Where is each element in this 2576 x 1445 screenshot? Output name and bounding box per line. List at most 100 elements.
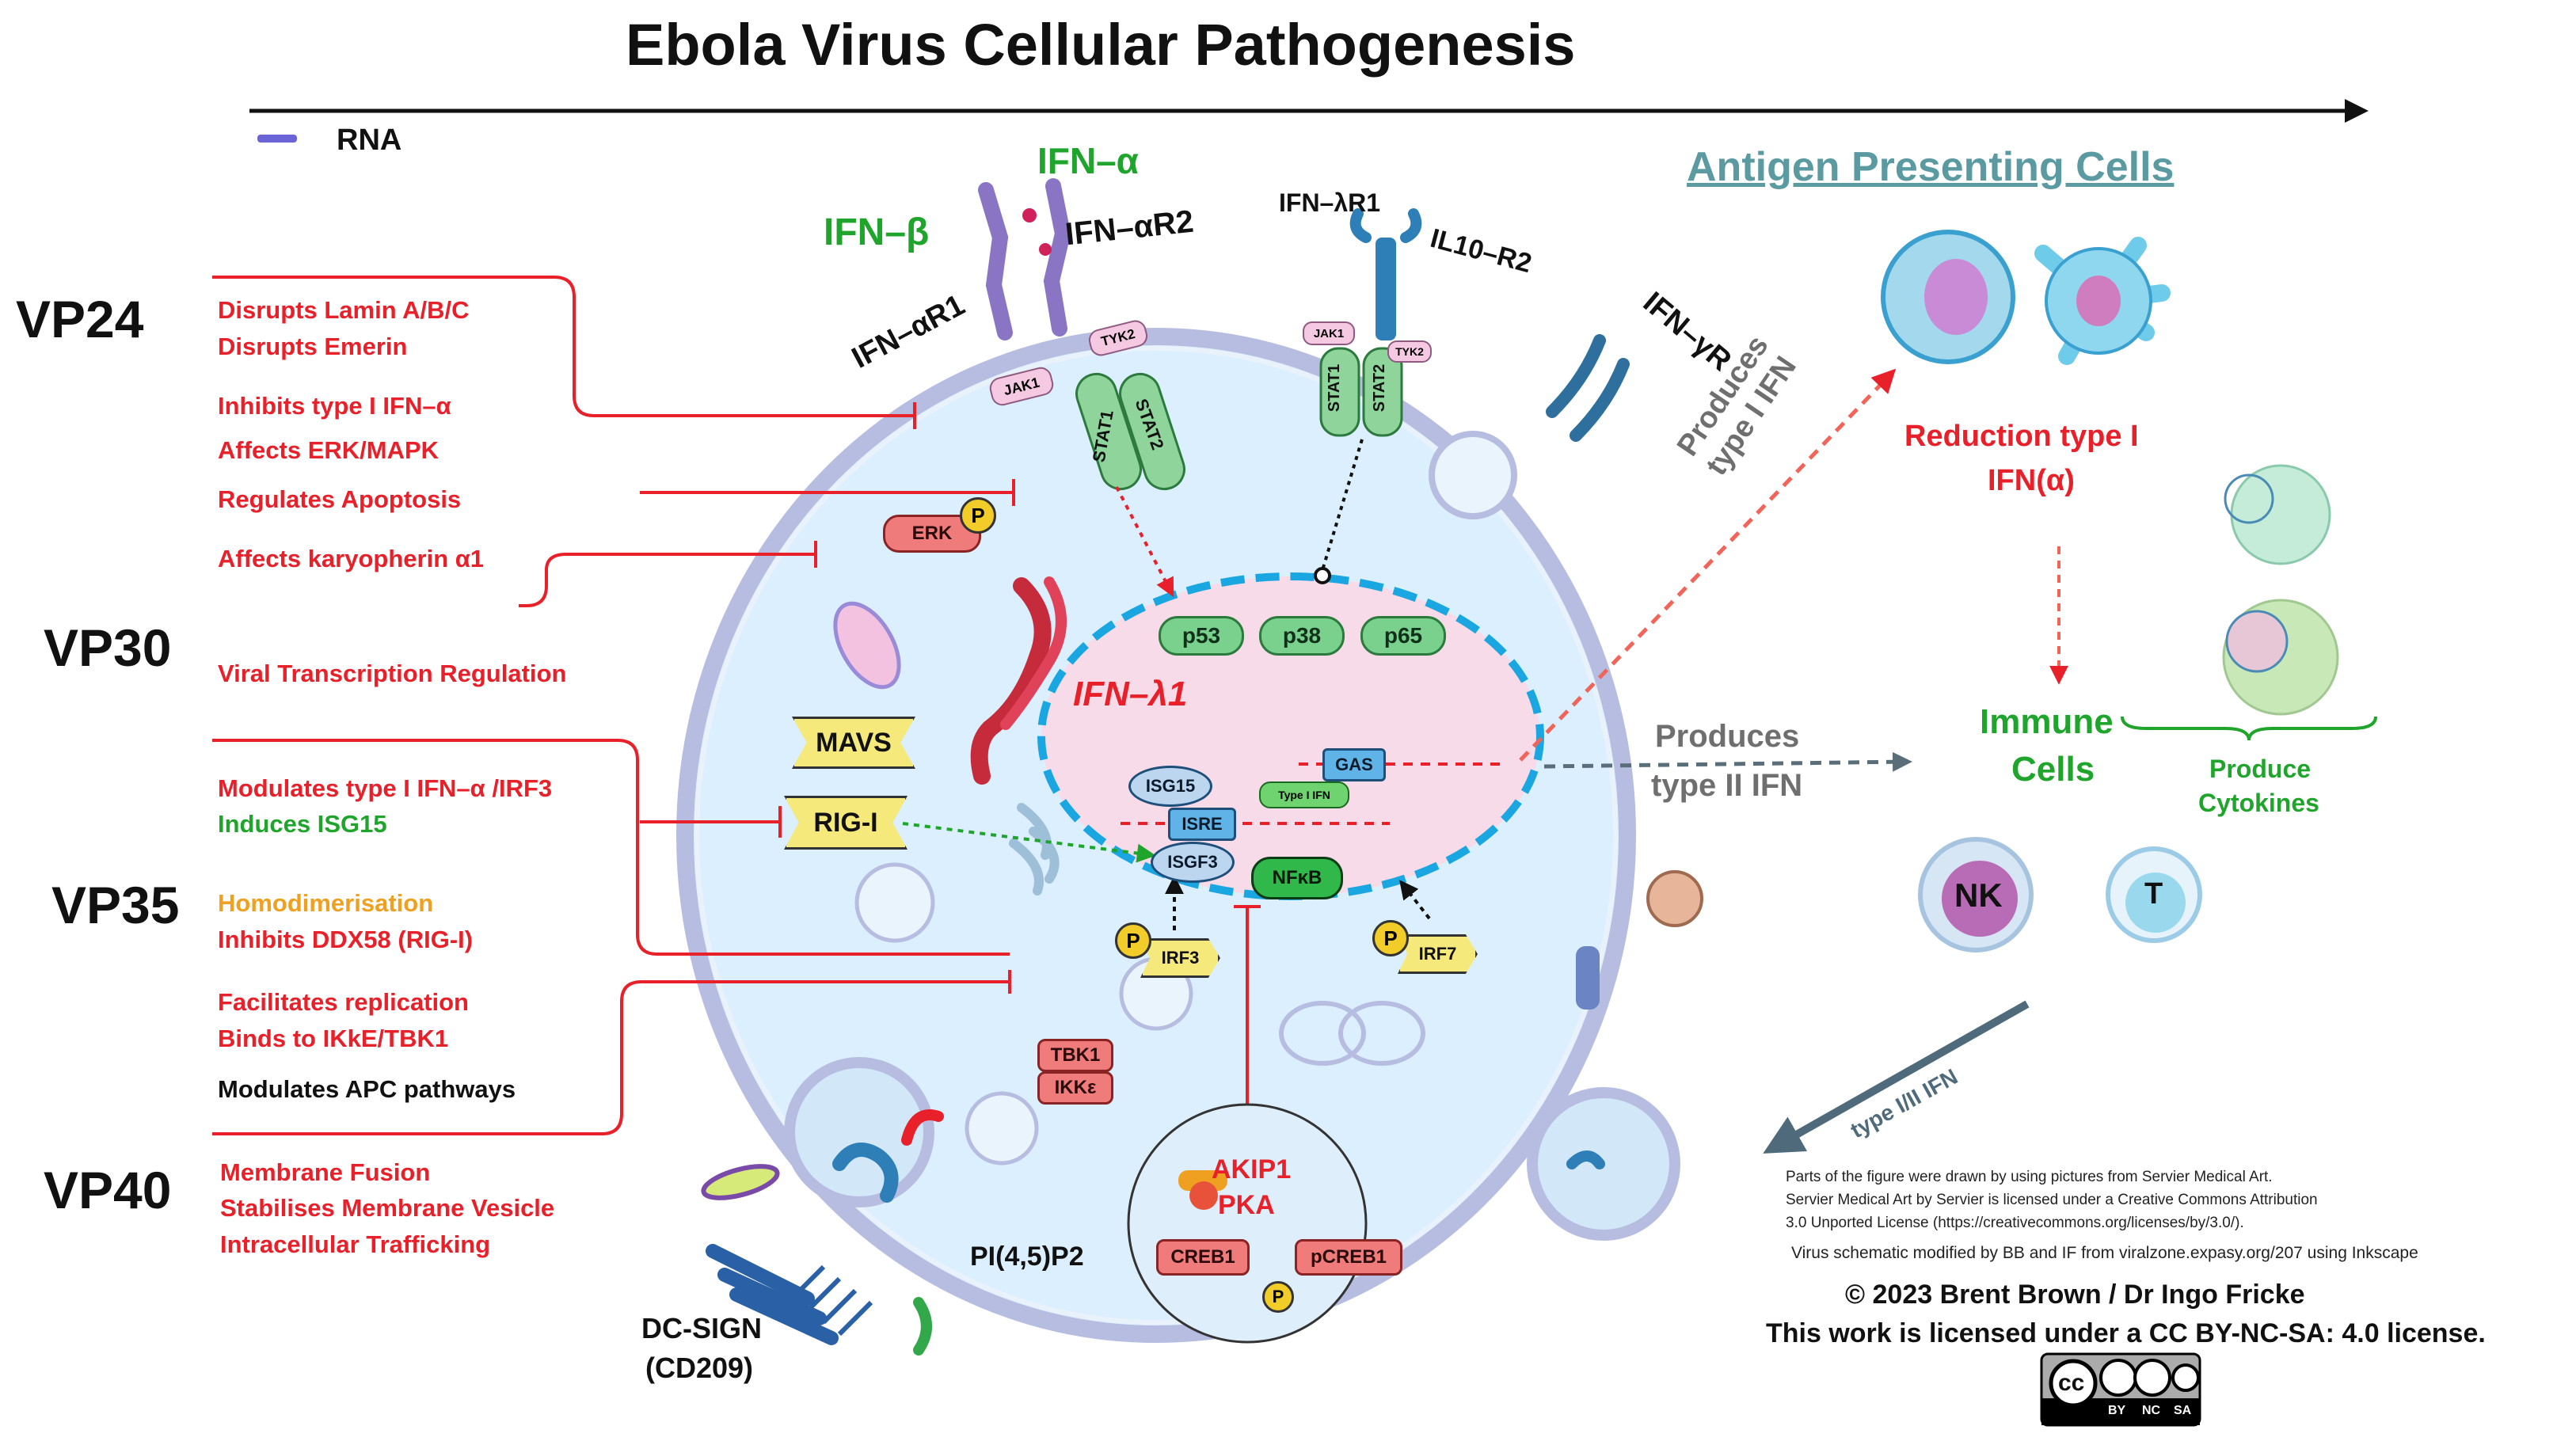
ifn-lambda-r1-receptor (1349, 208, 1422, 243)
nfkb-node: NFκB (1251, 857, 1343, 899)
immune-cells-label-2: Cells (2011, 750, 2095, 789)
ifn-alpha-r2-receptor (1043, 178, 1071, 337)
copyright-line: © 2023 Brent Brown / Dr Ingo Fricke (1845, 1280, 2305, 1310)
vp24-effect: Inhibits type I IFN–α (218, 392, 451, 420)
irf7-box: IRF7 (1398, 934, 1478, 974)
isgf3-node: ISGF3 (1151, 842, 1235, 883)
pcreb1-box: pCREB1 (1295, 1239, 1402, 1276)
stat1-lambda-label: STAT1 (1326, 363, 1344, 413)
cc-badge-nc: NC (2142, 1404, 2161, 1417)
tbk1-box: TBK1 (1037, 1039, 1113, 1072)
irf7-arrow (1399, 880, 1431, 920)
produce-cytokines-label-1: Produce (2209, 755, 2312, 783)
proteasome (1576, 946, 1600, 1010)
vp35-label: VP35 (51, 876, 180, 934)
ifn-gamma-r-receptor (1546, 334, 1630, 442)
stat2-shape (1119, 372, 1185, 491)
glycan (913, 1297, 932, 1356)
t-cell-label: T (2144, 877, 2163, 911)
irf3-phospho: P (1115, 922, 1151, 959)
ikke-box: IKKε (1037, 1071, 1113, 1105)
isg15-node: ISG15 (1128, 766, 1212, 807)
vp35-effect: Binds to IKkE/TBK1 (218, 1025, 449, 1052)
creb1-box: CREB1 (1156, 1239, 1250, 1276)
vp24-label: VP24 (16, 290, 144, 348)
cytokines-brace (2121, 716, 2377, 741)
ribosome (1646, 870, 1703, 927)
nucleocapsid (832, 1143, 899, 1203)
akip1-label: AKIP1 (1212, 1154, 1292, 1185)
vesicle (1429, 431, 1517, 519)
ifn-beta-label: IFN–β (824, 211, 930, 253)
credit-line-1: Parts of the figure were drawn by using … (1786, 1169, 2273, 1185)
rig-i-to-isgf3-arrow (902, 822, 1156, 863)
cc-badge-cc[interactable]: cc (2058, 1370, 2085, 1396)
endoplasmic-reticulum (970, 577, 1052, 785)
dc-sign-receptor (706, 1244, 839, 1345)
vesicle (1279, 1001, 1366, 1066)
vp24-effect: Regulates Apoptosis (218, 485, 462, 513)
vp40-effect: Intracellular Trafficking (220, 1230, 491, 1258)
virion (701, 1164, 780, 1200)
license-line: This work is licensed under a CC BY-NC-S… (1766, 1318, 2486, 1348)
pka-label: PKA (1218, 1190, 1275, 1220)
type-i-ifn-tag: Type I IFN (1259, 781, 1349, 808)
vp40-label: VP40 (44, 1161, 172, 1219)
isre-box: ISRE (1168, 808, 1236, 841)
mavs-box: MAVS (792, 717, 915, 769)
vp24-effect: Affects ERK/MAPK (218, 436, 439, 464)
vp40-effect: Stabilises Membrane Vesicle (220, 1194, 555, 1222)
p53-pill: p53 (1159, 616, 1244, 656)
stat1-shape (1075, 372, 1142, 491)
vesicle (854, 862, 935, 943)
rna-legend-swatch (257, 135, 297, 143)
vp30-label: VP30 (44, 618, 172, 677)
vp35-effect: Inhibits DDX58 (RIG-I) (218, 926, 474, 953)
golgi (1009, 803, 1060, 896)
creb-compartment (1127, 1103, 1368, 1344)
vp24-effect: Affects karyopherin α1 (218, 545, 485, 572)
cd209-label: (CD209) (645, 1352, 754, 1384)
cc-badge-by: BY (2108, 1404, 2126, 1417)
jak1-lambda-tag: JAK1 (1303, 321, 1355, 345)
creb-phospho: P (1262, 1281, 1294, 1313)
ifn-lambda-r1-label: IFN–λR1 (1279, 188, 1381, 217)
erk-phospho: P (960, 497, 996, 534)
page-title: Ebola Virus Cellular Pathogenesis (626, 12, 1576, 78)
il10-r2-receptor (1376, 238, 1396, 340)
nucleus-ifn-lambda1-label: IFN–λ1 (1073, 675, 1188, 713)
cytokine-cell-1 (2230, 464, 2331, 565)
inhibition-lines (212, 276, 1261, 1135)
irf3-box: IRF3 (1140, 938, 1220, 978)
stat2-lambda-label: STAT2 (1371, 363, 1389, 413)
cc-badge-sa: SA (2174, 1404, 2192, 1417)
reduction-label-2: IFN(α) (1988, 464, 2075, 497)
credit-line-4: Virus schematic modified by BB and IF fr… (1791, 1244, 2418, 1262)
gas-box: GAS (1322, 748, 1386, 781)
dc-sign-label: DC-SIGN (641, 1312, 762, 1344)
lambda-signal-line (1321, 439, 1364, 571)
vp30-effect: Viral Transcription Regulation (218, 660, 567, 687)
ifn-alpha-r1-receptor (978, 182, 1013, 340)
p38-pill: p38 (1259, 616, 1345, 656)
rna-legend-label: RNA (337, 124, 402, 157)
akip1-shape (1178, 1170, 1227, 1191)
credit-line-2: Servier Medical Art by Servier is licens… (1786, 1192, 2318, 1208)
rig-i-box: RIG-I (784, 796, 907, 850)
irf7-phospho: P (1372, 920, 1409, 956)
tyk2-lambda-tag: TYK2 (1387, 340, 1432, 363)
nk-cell-label: NK (1954, 877, 2003, 914)
vp24-effect: Disrupts Emerin (218, 333, 408, 360)
vp35-effect: Modulates type I IFN–α /IRF3 (218, 774, 553, 802)
p65-pill: p65 (1360, 616, 1446, 656)
type-ii-ifn-arrow (1543, 751, 1912, 772)
pi45p2-label: PI(4,5)P2 (970, 1242, 1084, 1272)
vp35-effect: Homodimerisation (218, 889, 434, 917)
viral-glycoprotein (901, 1109, 944, 1146)
vp40-effect: Membrane Fusion (220, 1158, 431, 1186)
immune-cells-label-1: Immune (1980, 702, 2114, 741)
produces-type-ii-label-1: Produces (1655, 719, 1800, 754)
produces-type-ii-label-2: type II IFN (1651, 768, 1803, 803)
